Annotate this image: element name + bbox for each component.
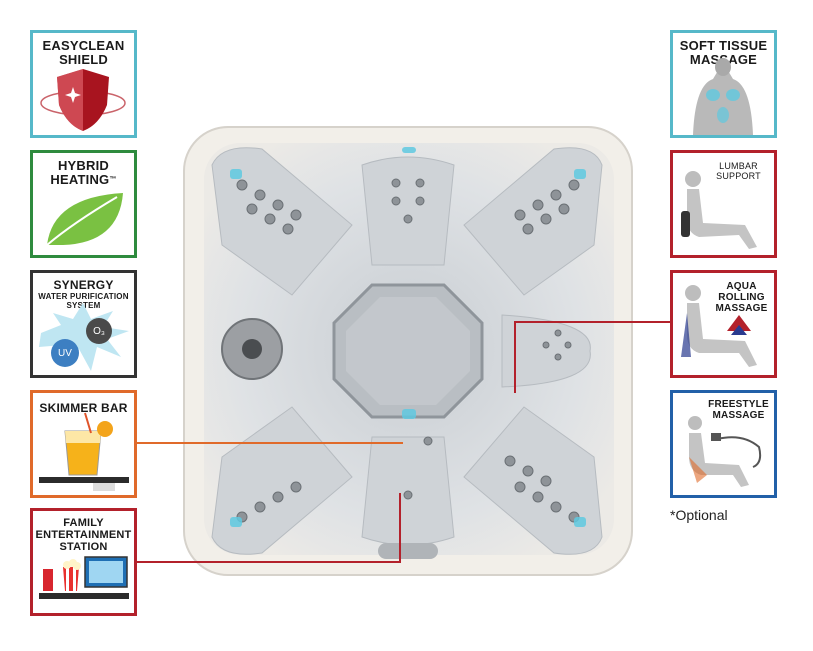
feature-card-hybrid-heating: HYBRID HEATING™	[30, 150, 137, 258]
feature-card-skimmer-bar: SKIMMER BAR	[30, 390, 137, 498]
feature-title-line: SUPPORT	[716, 171, 761, 181]
massage-back-icon	[693, 58, 753, 135]
feature-title-line: SYNERGY	[53, 278, 114, 292]
feature-card-freestyle-massage: FREESTYLE MASSAGE	[670, 390, 777, 498]
seated-person-icon	[681, 171, 757, 249]
feature-card-family-entertainment: FAMILY ENTERTAINMENT STATION	[30, 508, 137, 616]
feature-title-line: SHIELD	[59, 52, 108, 67]
feature-card-lumbar-support: LUMBAR SUPPORT	[670, 150, 777, 258]
feature-card-easyclean-shield: EASYCLEAN SHIELD	[30, 30, 137, 138]
leaf-icon	[46, 193, 123, 246]
feature-title-line: EASYCLEAN	[42, 38, 125, 53]
feature-title-line: STATION	[59, 541, 108, 553]
feature-card-aqua-rolling-massage: AQUA ROLLING MASSAGE	[670, 270, 777, 378]
trademark-mark: ™	[109, 176, 117, 183]
uv-label: UV	[58, 348, 72, 359]
popcorn-icon	[39, 556, 129, 599]
drink-icon	[39, 412, 129, 491]
optional-footnote: *Optional	[670, 507, 728, 523]
feature-title-line: FAMILY	[63, 517, 104, 529]
feature-card-soft-tissue-massage: SOFT TISSUE MASSAGE	[670, 30, 777, 138]
feature-title-line: FREESTYLE	[708, 399, 769, 410]
feature-title-line: AQUA	[726, 281, 757, 292]
feature-card-synergy: SYNERGY WATER PURIFICATION SYSTEM UV O₃	[30, 270, 137, 378]
ozone-label: O₃	[93, 326, 105, 337]
seated-person-icon	[681, 285, 757, 367]
feature-title-line: ENTERTAINMENT	[35, 529, 132, 541]
feature-title-line: MASSAGE	[715, 303, 768, 314]
feature-title-line: SKIMMER BAR	[39, 401, 128, 415]
feature-title-line: HEATING	[50, 172, 110, 187]
feature-title-line: SOFT TISSUE	[679, 38, 768, 53]
feature-subtitle-line: WATER PURIFICATION	[38, 292, 129, 301]
shield-icon	[40, 69, 126, 131]
feature-title-line: ROLLING	[718, 292, 765, 303]
hot-tub-top-view	[183, 126, 633, 576]
feature-title-line: LUMBAR	[719, 161, 758, 171]
shower-wand-icon	[688, 416, 762, 487]
splash-icon	[39, 303, 129, 371]
feature-title-line: MASSAGE	[712, 410, 765, 421]
feature-title-line: HYBRID	[57, 158, 110, 173]
